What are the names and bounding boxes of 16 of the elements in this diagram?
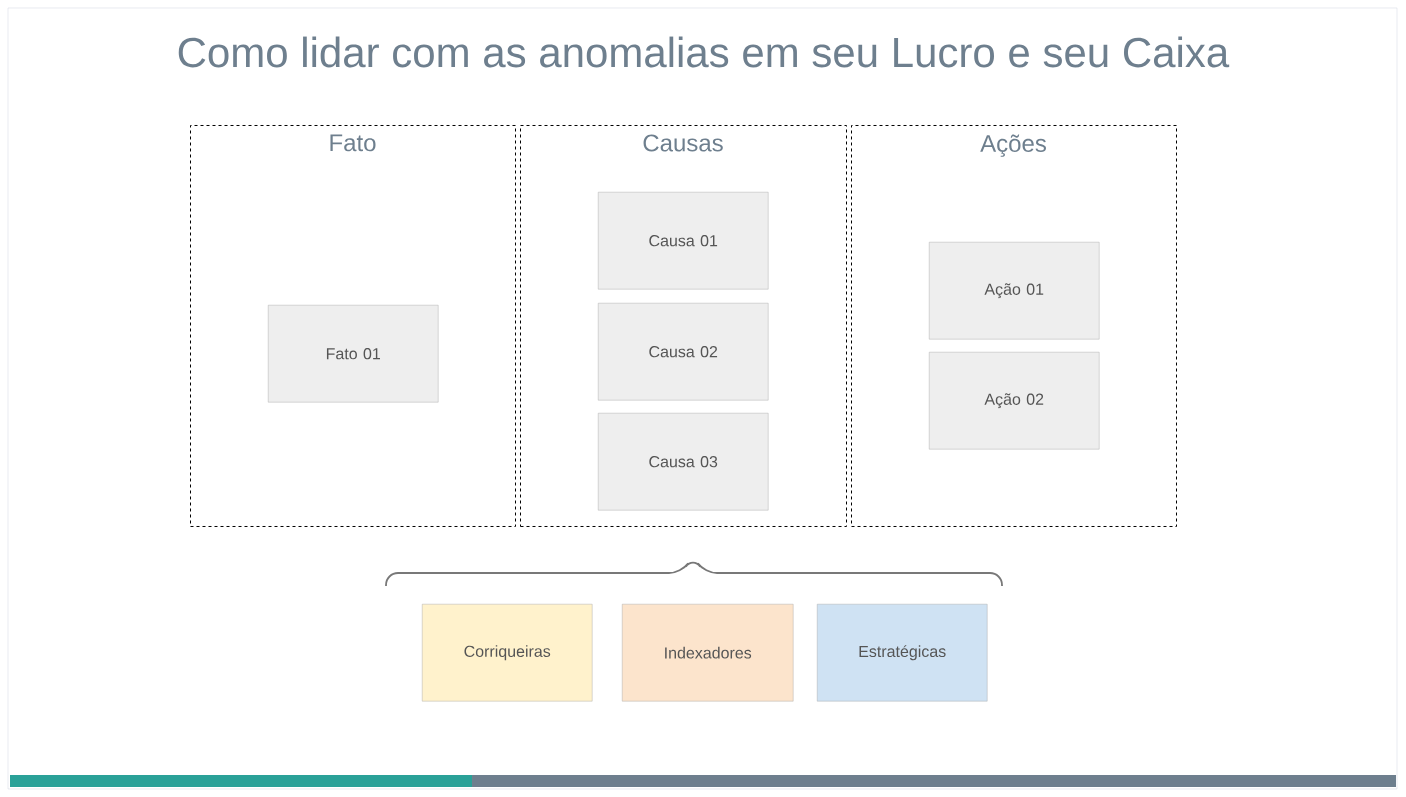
dashed-panel [190,125,516,527]
content-box: Fato 01 [268,305,439,403]
panel-heading: Fato [330,134,376,152]
title: Como lidar com as anomalias em seu Lucro e seu Caixa [178,36,1230,68]
category-box: Estratégicas [817,604,988,702]
content-box: Causa 01 [598,192,769,290]
dashed-panel [520,125,847,527]
dashed-panel [851,125,1177,527]
category-box: Indexadores [622,604,794,702]
content-box: Ação 01 [929,242,1100,340]
panel-heading: Ações [980,134,1046,157]
panel-heading: Causas [643,134,723,152]
content-box: Causa 02 [598,303,769,401]
content-box: Ação 02 [929,352,1100,450]
content-box: Causa 03 [598,413,769,511]
category-box: Corriqueiras [422,604,593,702]
